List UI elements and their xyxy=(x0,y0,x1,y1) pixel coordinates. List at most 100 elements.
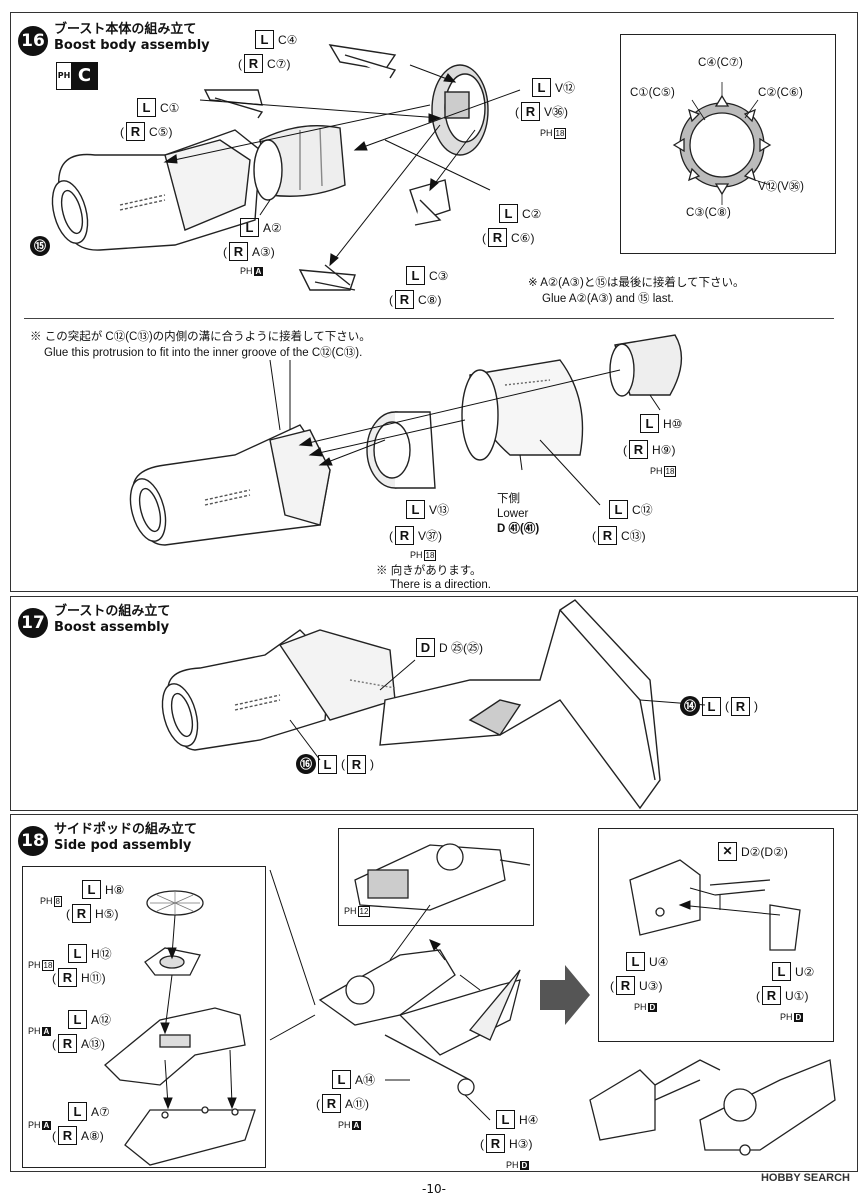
paint-note-a7-value: A xyxy=(41,1121,52,1130)
step-16-divider xyxy=(24,318,834,319)
step-number-16: 16 xyxy=(18,26,48,56)
right-box: R xyxy=(521,102,540,121)
lower-en: Lower xyxy=(497,508,529,520)
detail-label-right: C②(C⑥) xyxy=(758,87,803,99)
label-h8-r: H⑤ xyxy=(95,906,115,921)
label-c12-r: C⑬ xyxy=(621,529,642,543)
groove-note-jp: ※ この突起が C⑫(C⑬)の内側の溝に合うように接着して下さい。 xyxy=(30,331,371,343)
direction-en: There is a direction. xyxy=(390,579,491,591)
right-box: R xyxy=(347,754,366,774)
left-box: L xyxy=(68,1010,87,1029)
label-c3-r: C⑧ xyxy=(418,292,438,307)
d-box: D xyxy=(416,638,435,657)
big-arrow-icon xyxy=(540,965,590,1025)
step-number-17: 17 xyxy=(18,608,48,638)
step-17-title: ブーストの組み立て Boost assembly xyxy=(54,604,170,636)
right-box: R xyxy=(58,1034,77,1053)
boost-assembly-drawing xyxy=(161,599,706,810)
paint-note-u2-value: D xyxy=(793,1013,804,1022)
paint-note-h8-value: 8 xyxy=(53,896,62,907)
label-d2: ✕D②(D②) xyxy=(716,842,788,861)
label-h8-l: H⑧ xyxy=(105,882,125,897)
label-ref-16: ⑯ L(R) xyxy=(296,754,374,774)
glue-note-en: Glue A②(A③) and ⑮ last. xyxy=(542,293,674,305)
left-box: L xyxy=(406,266,425,285)
label-a2-l: A② xyxy=(263,220,282,235)
right-box: R xyxy=(629,440,648,459)
step-16-title-jp: ブースト本体の組み立て xyxy=(54,22,197,37)
part-ref-14: ⑭ xyxy=(680,696,700,716)
step-16-title-en: Boost body assembly xyxy=(54,38,210,53)
paint-note-a14-value: A xyxy=(351,1121,362,1130)
label-u4-r: U③ xyxy=(639,978,659,993)
step-18-title: サイドポッドの組み立て Side pod assembly xyxy=(54,822,197,854)
label-h4-l: H④ xyxy=(519,1112,539,1127)
label-a12-l: A⑫ xyxy=(91,1013,112,1027)
right-box: R xyxy=(58,968,77,987)
label-c2-r: C⑥ xyxy=(511,230,531,245)
cut-icon: ✕ xyxy=(718,842,737,861)
glue-note-jp: ※ A②(A③)と⑮は最後に接着して下さい。 xyxy=(528,277,745,289)
paint-note-v12-value: 18 xyxy=(553,128,567,139)
detail-label-lowright: V⑫(V㊱) xyxy=(758,181,804,193)
label-a14-l: A⑭ xyxy=(355,1073,376,1087)
label-c4-l: C④ xyxy=(278,32,298,47)
detail-frame xyxy=(620,34,836,254)
step-17-title-jp: ブーストの組み立て xyxy=(54,604,171,619)
right-box: R xyxy=(731,696,750,716)
sidepod-inset-frame xyxy=(338,828,534,926)
paint-note-a12-value: A xyxy=(41,1027,52,1036)
label-c4-r: C⑦ xyxy=(267,56,287,71)
left-box: L xyxy=(609,500,628,519)
label-c1-r: C⑤ xyxy=(149,124,169,139)
ring-detail-drawing xyxy=(672,82,772,205)
paint-note-inset-value: 12 xyxy=(357,906,371,917)
paint-note-h4-value: D xyxy=(519,1161,530,1170)
label-c12: L C⑫ xyxy=(607,500,653,519)
left-box: L xyxy=(532,78,551,97)
label-h10-r: H⑨ xyxy=(652,442,672,457)
paint-badge-letter: C xyxy=(72,63,97,89)
left-box: L xyxy=(702,696,721,716)
left-box: L xyxy=(332,1070,351,1089)
right-box: R xyxy=(72,904,91,923)
label-c12-l: C⑫ xyxy=(632,503,653,517)
label-a14-r: A⑪ xyxy=(345,1097,366,1111)
right-box: R xyxy=(395,526,414,545)
left-box: L xyxy=(499,204,518,223)
label-v13-l: V⑬ xyxy=(429,503,450,517)
label-h10-l: H⑩ xyxy=(663,416,683,431)
paint-note-a2-value: A xyxy=(253,267,264,276)
right-box: R xyxy=(598,526,617,545)
right-box: R xyxy=(395,290,414,309)
label-a7-r: A⑧ xyxy=(81,1128,100,1143)
direction-jp: ※ 向きがあります。 xyxy=(376,565,482,577)
section-step-17 xyxy=(10,596,858,811)
